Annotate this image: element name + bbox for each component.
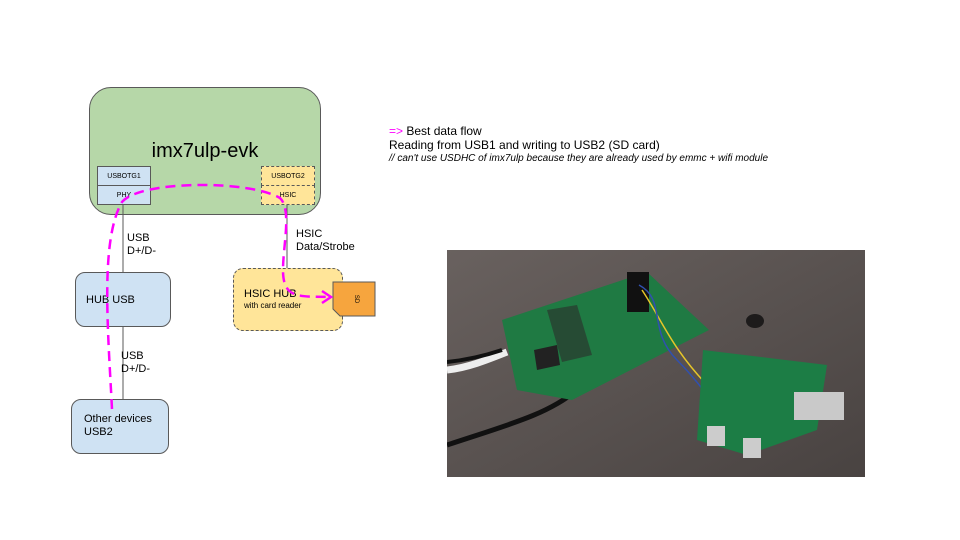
best-flow-text: Best data flow <box>403 124 482 138</box>
usb1-link-label: USB D+/D- <box>127 232 156 258</box>
hsic-hub-title: HSIC HUB <box>244 288 297 300</box>
usb1-label-line2: D+/D- <box>127 245 157 257</box>
sd-card-photo <box>794 392 844 420</box>
other-devices-line2: USB2 <box>84 426 113 438</box>
usb2-label-line1: USB <box>121 350 144 362</box>
usb1-label-line1: USB <box>127 232 150 244</box>
other-devices-line1: Other devices <box>84 413 152 425</box>
hsic-label-line2: Data/Strobe <box>296 241 355 253</box>
best-data-flow-path <box>105 183 331 410</box>
hsic-block: HSIC <box>261 185 315 205</box>
hsic-hub-box: HSIC HUB with card reader <box>233 268 343 331</box>
table-hole <box>746 314 764 328</box>
other-devices-box: Other devices USB2 <box>71 399 169 454</box>
reading-note: Reading from USB1 and writing to USB2 (S… <box>389 138 660 152</box>
flow-arrowhead-icon <box>321 289 334 305</box>
usb2-link-label: USB D+/D- <box>121 350 150 376</box>
phy-block: PHY <box>97 185 151 205</box>
usb-port <box>743 438 761 458</box>
notes: => Best data flow Reading from USB1 and … <box>389 124 768 166</box>
hsic-link-label: HSIC Data/Strobe <box>296 228 355 254</box>
sd-card <box>332 281 376 317</box>
hub-usb-label: HUB USB <box>86 294 135 306</box>
hsic-hub-subtitle: with card reader <box>244 301 302 310</box>
sd-card-label: SD <box>353 295 359 304</box>
hardware-photo <box>447 250 865 477</box>
hsic-hub-label: HSIC HUB with card reader <box>244 288 301 310</box>
white-cable <box>447 348 509 374</box>
usb-port <box>707 426 725 446</box>
hub-board <box>697 350 827 455</box>
other-devices-label: Other devices USB2 <box>84 413 152 439</box>
main-board <box>502 272 709 400</box>
board-title: imx7ulp-evk <box>151 140 259 162</box>
usdhc-comment: // can't use USDHC of imx7ulp because th… <box>389 153 769 164</box>
flow-legend-arrow: => <box>389 124 404 138</box>
cable <box>447 348 503 364</box>
best-flow-legend: => Best data flow <box>389 124 768 138</box>
hub-usb-box: HUB USB <box>75 272 171 327</box>
hsic-label-line1: HSIC <box>296 228 323 240</box>
usb2-label-line2: D+/D- <box>121 363 151 375</box>
